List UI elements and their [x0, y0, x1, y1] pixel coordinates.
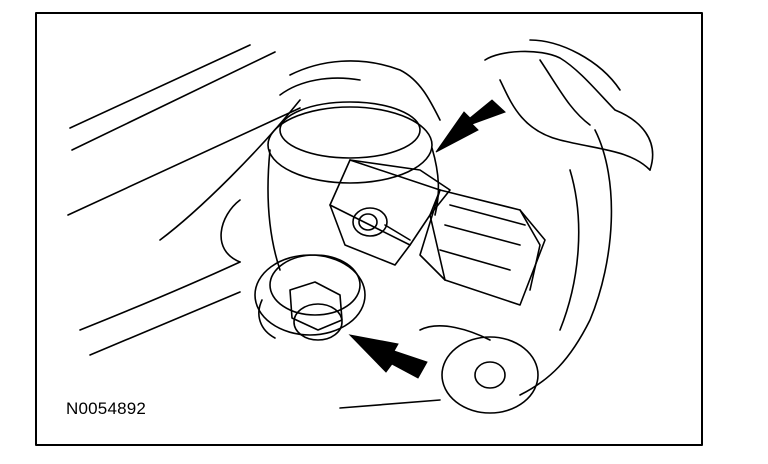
housing-right-rib: [539, 59, 591, 126]
housing-edge-2: [71, 51, 276, 151]
housing-top-inner: [279, 77, 361, 96]
arrow-upper-icon: [435, 99, 506, 153]
housing-edge-3: [67, 107, 301, 216]
sensor-tab: [384, 224, 411, 241]
lower-edge: [339, 399, 441, 409]
sensor-body: [329, 159, 451, 246]
housing-edge-1: [69, 44, 251, 129]
boss-left-side: [267, 149, 281, 271]
connector-rib-1: [449, 204, 526, 226]
figure-label: N0054892: [66, 399, 147, 418]
connector-body: [419, 189, 546, 306]
arrow-lower-icon: [348, 334, 428, 379]
housing-right-inner: [559, 169, 580, 331]
housing-right-top: [529, 39, 621, 91]
eyelet-arm: [419, 325, 491, 341]
housing-edge-5: [89, 291, 241, 356]
housing-right-lower: [499, 79, 651, 171]
housing-right-upper: [484, 50, 654, 171]
lower-boss-inner: [269, 254, 361, 316]
figure-border: [35, 12, 703, 446]
boss-right-side: [431, 147, 440, 216]
housing-right-contour: [519, 129, 613, 396]
sensor-body-side: [329, 204, 411, 266]
bolt-head: [293, 303, 343, 341]
housing-top-curve: [289, 60, 441, 121]
connector-left: [429, 189, 446, 281]
mount-eyelet-hole: [474, 361, 506, 389]
sensor-bolt-hole: [352, 207, 388, 237]
housing-edge-4: [79, 261, 241, 331]
hex-bolt: [289, 281, 343, 331]
boss-top-ellipse: [267, 106, 433, 184]
mount-eyelet: [441, 336, 539, 414]
connector-rib-2: [444, 224, 521, 246]
lower-boss-rim: [258, 299, 276, 339]
lower-boss: [254, 254, 366, 336]
boss-top-inner: [279, 101, 421, 159]
sensor-bolt-hole-inner: [358, 213, 378, 231]
connector-rib-3: [439, 249, 511, 271]
housing-curve: [220, 199, 241, 263]
housing-rib: [159, 99, 301, 241]
connector-right: [519, 209, 541, 291]
sensor-body-top: [349, 159, 441, 191]
